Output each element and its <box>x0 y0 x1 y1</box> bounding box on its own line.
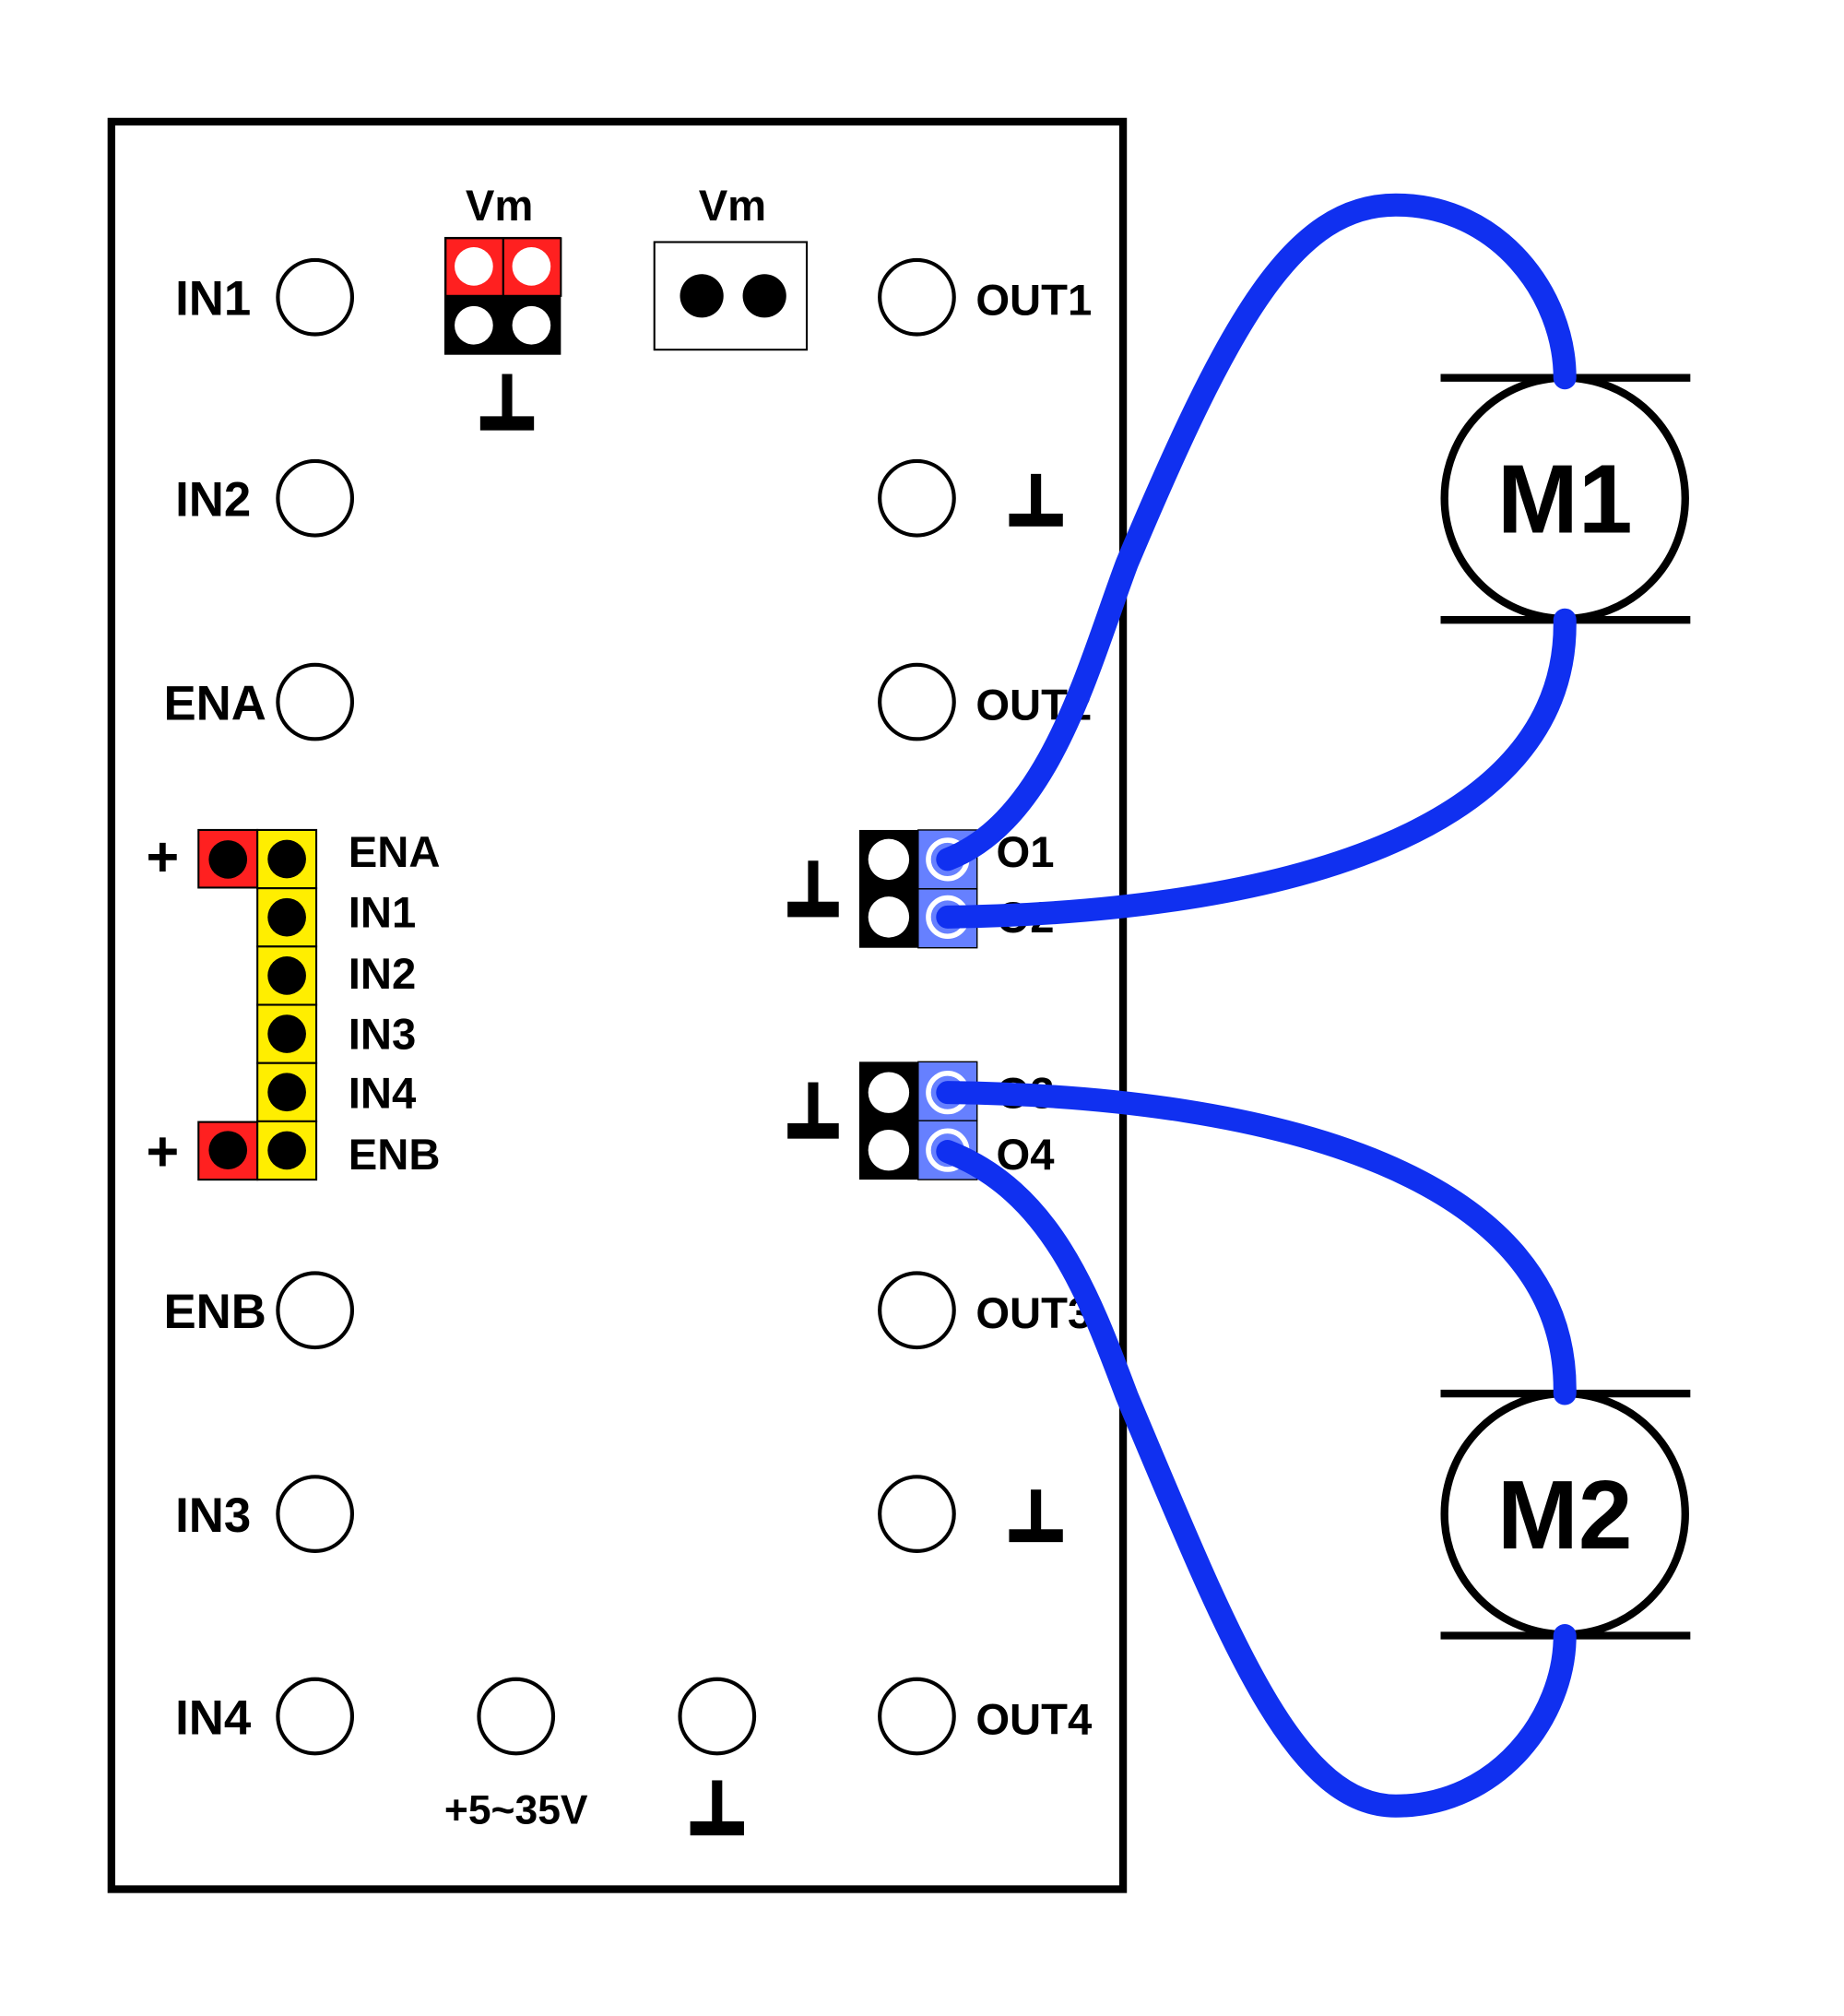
header-pin-hole <box>267 956 306 995</box>
ground-icon <box>479 374 535 431</box>
svg-text:M1: M1 <box>1497 445 1633 554</box>
right-pin-out4[interactable]: OUT4 <box>878 1677 1092 1756</box>
ground-icon <box>690 1780 744 1836</box>
ground-icon <box>1009 1489 1063 1543</box>
ground-icon <box>787 860 839 918</box>
svg-text:+5~35V: +5~35V <box>444 1788 588 1833</box>
vm-label-2: Vm <box>699 182 766 231</box>
power-pin[interactable]: +5~35V <box>444 1677 588 1833</box>
ground-icon <box>1009 473 1063 527</box>
left-pin-ena[interactable]: ENA <box>163 662 355 741</box>
svg-text:IN4: IN4 <box>175 1690 252 1745</box>
header-pin-hole <box>267 1014 306 1053</box>
left-pin-enb[interactable]: ENB <box>163 1271 355 1350</box>
left-pin-in2[interactable]: IN2 <box>175 458 355 538</box>
header-pin-hole <box>208 840 248 879</box>
terminal-block-a <box>858 829 978 949</box>
svg-text:OUT3: OUT3 <box>975 1289 1092 1338</box>
wire-o2-m1 <box>936 608 1577 929</box>
wire-o3-m2 <box>936 1081 1577 1405</box>
header-pin-hole <box>267 1131 306 1170</box>
plus-label-top: + <box>147 825 180 888</box>
right-pin-ground-2[interactable] <box>878 1475 1063 1553</box>
svg-text:OUT4: OUT4 <box>975 1695 1092 1744</box>
header-label-in4: IN4 <box>349 1069 416 1118</box>
vm-label-1: Vm <box>466 182 533 231</box>
right-pin-ground-1[interactable] <box>878 458 1063 538</box>
header-pin-hole <box>208 1131 248 1169</box>
right-pin-out1[interactable]: OUT1 <box>878 257 1092 337</box>
header-label-in1: IN1 <box>349 889 416 938</box>
wire-o4-m2 <box>936 1140 1577 1818</box>
svg-text:IN3: IN3 <box>175 1488 251 1543</box>
vm-connector <box>653 241 809 351</box>
header-pin-hole <box>267 1073 306 1112</box>
header-pin-hole <box>267 839 306 879</box>
svg-text:OUT1: OUT1 <box>975 277 1092 326</box>
left-pin-in3[interactable]: IN3 <box>175 1475 355 1553</box>
svg-text:ENB: ENB <box>163 1285 266 1339</box>
vm-jumper <box>443 236 562 355</box>
wire-o1-m1 <box>936 193 1577 872</box>
motor-m2: M2 <box>1440 1389 1691 1640</box>
ground-icon <box>787 1082 839 1139</box>
left-pin-in1[interactable]: IN1 <box>175 257 355 337</box>
header-label-enb: ENB <box>349 1131 441 1180</box>
plus-label-bottom: + <box>147 1120 180 1182</box>
terminal-label-o1: O1 <box>997 828 1055 877</box>
header-label-in2: IN2 <box>349 950 416 999</box>
control-header <box>197 828 318 1181</box>
header-pin-hole <box>267 897 306 937</box>
left-pin-in4[interactable]: IN4 <box>175 1677 355 1756</box>
driver-board <box>107 117 1128 1893</box>
motor-m1: M1 <box>1440 374 1691 624</box>
svg-text:M2: M2 <box>1497 1461 1633 1570</box>
right-pin-out3[interactable]: OUT3 <box>878 1271 1092 1350</box>
svg-text:IN2: IN2 <box>175 473 251 528</box>
header-label-ena: ENA <box>349 828 441 877</box>
ground-pin[interactable] <box>678 1677 757 1836</box>
svg-text:ENA: ENA <box>163 677 266 731</box>
svg-text:IN1: IN1 <box>175 272 251 326</box>
header-label-in3: IN3 <box>349 1010 416 1059</box>
